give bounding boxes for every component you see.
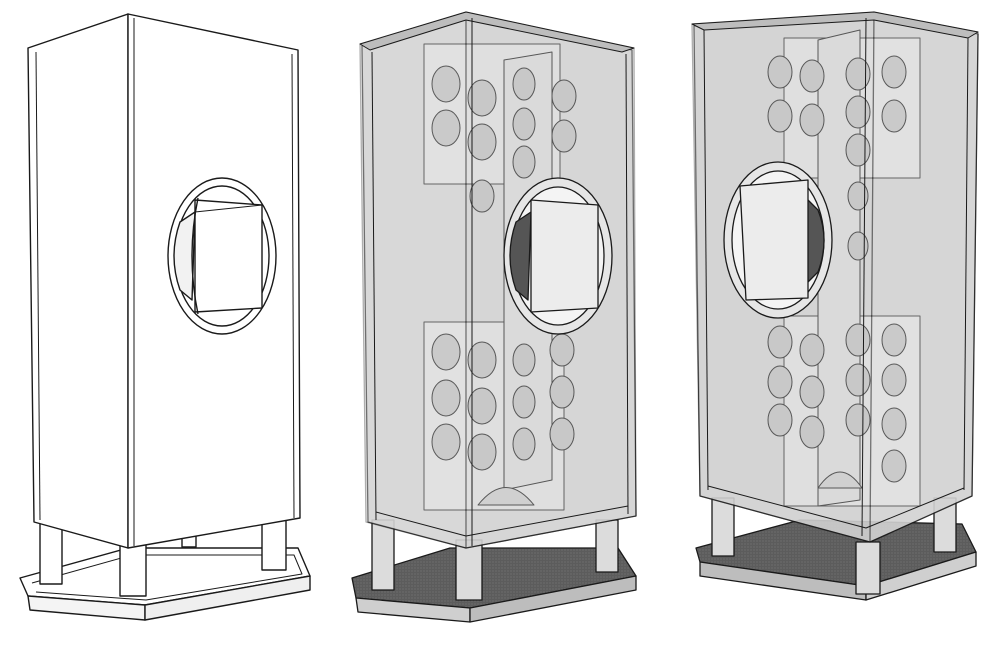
- cabinet-side-glass: [869, 11, 979, 543]
- cabinet-xray-view-front: [351, 11, 637, 623]
- cabinet-legs: [371, 519, 619, 601]
- plinth: [19, 547, 311, 621]
- cabinet-legs: [39, 517, 287, 597]
- driver-cutout: [723, 161, 833, 319]
- cabinet-legs: [711, 497, 957, 595]
- cabinet-xray-view-rotated: [691, 11, 979, 601]
- plinth-dark: [695, 519, 977, 601]
- cabinet-exterior-view: [19, 13, 311, 621]
- cabinet-side-panel: [27, 13, 129, 549]
- driver-cutout: [167, 177, 277, 335]
- brace-holes: [767, 55, 907, 489]
- driver-cutout: [503, 177, 613, 335]
- brace-holes: [431, 65, 577, 506]
- plinth-dark: [351, 547, 637, 623]
